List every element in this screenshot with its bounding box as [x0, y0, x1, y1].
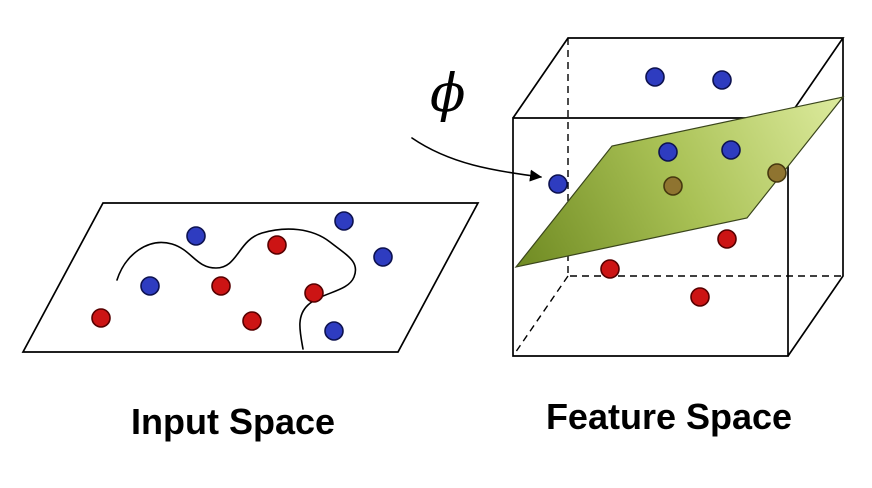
feature-space-cube — [512, 37, 845, 357]
blue-dot — [721, 140, 741, 160]
cube-solid-edges — [512, 37, 845, 357]
input-space-plane — [21, 202, 480, 353]
red-dot — [242, 311, 262, 331]
red-dot — [690, 287, 710, 307]
blue-dot — [140, 276, 160, 296]
blue-dot — [658, 142, 678, 162]
blue-dot — [334, 211, 354, 231]
blue-dot — [373, 247, 393, 267]
input-space-label: Input Space — [130, 401, 336, 442]
red-dot — [717, 229, 737, 249]
feature-space-label: Feature Space — [545, 396, 793, 437]
blue-dot — [186, 226, 206, 246]
olive-dot — [767, 163, 787, 183]
olive-dot — [663, 176, 683, 196]
red-dot — [304, 283, 324, 303]
red-dot — [267, 235, 287, 255]
blue-dot — [645, 67, 665, 87]
red-dot — [91, 308, 111, 328]
input-space-dots — [91, 211, 393, 341]
blue-dot — [324, 321, 344, 341]
phi-symbol-label: ϕ — [430, 64, 466, 124]
cube-hidden-edges — [512, 38, 843, 357]
feature-space-dots — [548, 67, 787, 307]
phi-mapping-arrow — [411, 137, 542, 182]
blue-dot — [548, 174, 568, 194]
blue-dot — [712, 70, 732, 90]
red-dot — [211, 276, 231, 296]
red-dot — [600, 259, 620, 279]
